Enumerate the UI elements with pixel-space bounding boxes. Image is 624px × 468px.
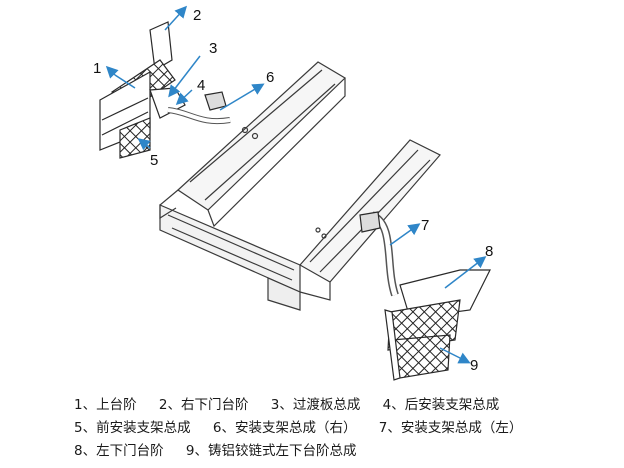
- callout-6: 6: [266, 69, 274, 86]
- parts-legend: 1、上台阶 2、右下门台阶 3、过渡板总成 4、后安装支架总成 5、前安装支架总…: [74, 394, 614, 463]
- legend-item-9: 9、铸铝铰链式左下台阶总成: [185, 443, 357, 459]
- callout-arrows: [105, 5, 487, 364]
- callout-3: 3: [209, 40, 217, 57]
- frame-rails: [159, 61, 441, 311]
- legend-item-5: 5、前安装支架总成: [74, 420, 191, 436]
- callout-1: 1: [93, 60, 101, 77]
- legend-item-1: 1、上台阶: [74, 397, 137, 413]
- legend-item-2: 2、右下门台阶: [158, 397, 249, 413]
- legend-item-4: 4、后安装支架总成: [382, 397, 500, 413]
- legend-row: 5、前安装支架总成 6、安装支架总成（右） 7、安装支架总成（左）: [74, 417, 614, 440]
- legend-item-8: 8、左下门台阶: [74, 443, 164, 459]
- callout-7: 7: [421, 217, 429, 234]
- legend-item-6: 6、安装支架总成（右）: [212, 420, 357, 436]
- left-step-assembly: [359, 211, 491, 381]
- callout-4: 4: [197, 77, 205, 94]
- callout-9: 9: [470, 357, 478, 374]
- legend-row: 1、上台阶 2、右下门台阶 3、过渡板总成 4、后安装支架总成: [74, 394, 614, 417]
- legend-item-7: 7、安装支架总成（左）: [378, 420, 523, 436]
- legend-item-3: 3、过渡板总成: [270, 397, 361, 413]
- callout-labels: 1 2 3 4 5 6 7 8 9: [93, 7, 493, 374]
- assembly-diagram: 1 2 3 4 5 6 7 8 9: [93, 5, 493, 381]
- legend-row: 8、左下门台阶 9、铸铝铰链式左下台阶总成: [74, 440, 614, 463]
- callout-8: 8: [485, 243, 493, 260]
- callout-5: 5: [150, 152, 158, 169]
- callout-2: 2: [193, 7, 201, 24]
